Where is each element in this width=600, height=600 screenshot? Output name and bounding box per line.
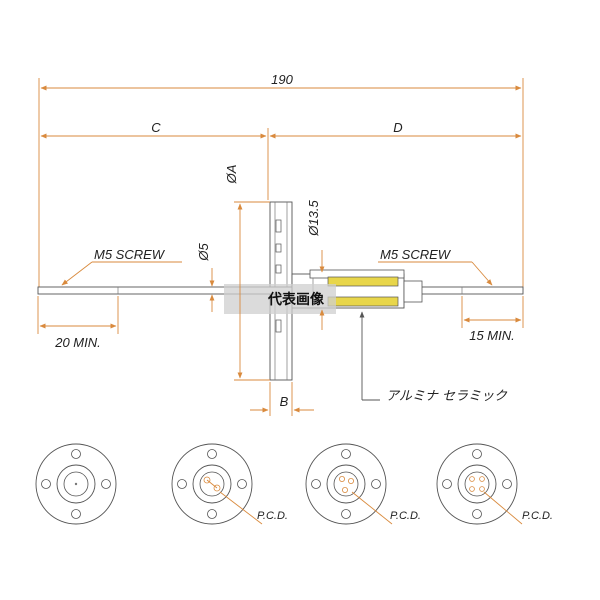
dim-phi-a: ØA (224, 165, 239, 185)
pcd-label-4: P.C.D. (522, 510, 553, 522)
ceramic-insulator (291, 269, 423, 309)
watermark: 代表画像 (224, 284, 336, 314)
dim-20-min: 20 MIN. (54, 335, 101, 350)
flange-view-2: P.C.D. (171, 443, 288, 525)
right-screw-label: M5 SCREW (380, 247, 452, 262)
ceramic-label: アルミナ セラミック (386, 389, 508, 404)
dim-phi-13-5: Ø13.5 (306, 200, 321, 237)
dim-190: 190 (271, 72, 293, 87)
dim-b: B (280, 394, 289, 409)
left-screw-label: M5 SCREW (94, 247, 166, 262)
pcd-label-3: P.C.D. (390, 510, 421, 522)
dim-c: C (151, 120, 161, 135)
watermark-text: 代表画像 (267, 291, 325, 308)
flange-view-4: P.C.D. (436, 443, 553, 525)
flange-thickness-dimension: B (250, 382, 314, 416)
dim-d: D (393, 120, 402, 135)
overall-dimension: 190 (38, 72, 524, 290)
segment-dimensions: C D (40, 120, 522, 200)
right-screw-callout: M5 SCREW (378, 247, 493, 286)
pcd-label-2: P.C.D. (257, 510, 288, 522)
insulator-diameter-dimension: Ø13.5 (306, 200, 325, 330)
flange-diameter-dimension: ØA (224, 165, 270, 381)
flange-view-3: P.C.D. (305, 443, 421, 525)
ceramic-callout: アルミナ セラミック (359, 311, 508, 404)
dim-15-min: 15 MIN. (469, 328, 515, 343)
pin-diameter-dimension: Ø5 (196, 243, 215, 312)
flange-view-1 (35, 443, 117, 525)
right-min-dimension: 15 MIN. (461, 296, 524, 343)
dim-phi-5: Ø5 (196, 243, 211, 262)
left-screw-callout: M5 SCREW (61, 247, 182, 286)
left-min-dimension: 20 MIN. (37, 296, 119, 350)
